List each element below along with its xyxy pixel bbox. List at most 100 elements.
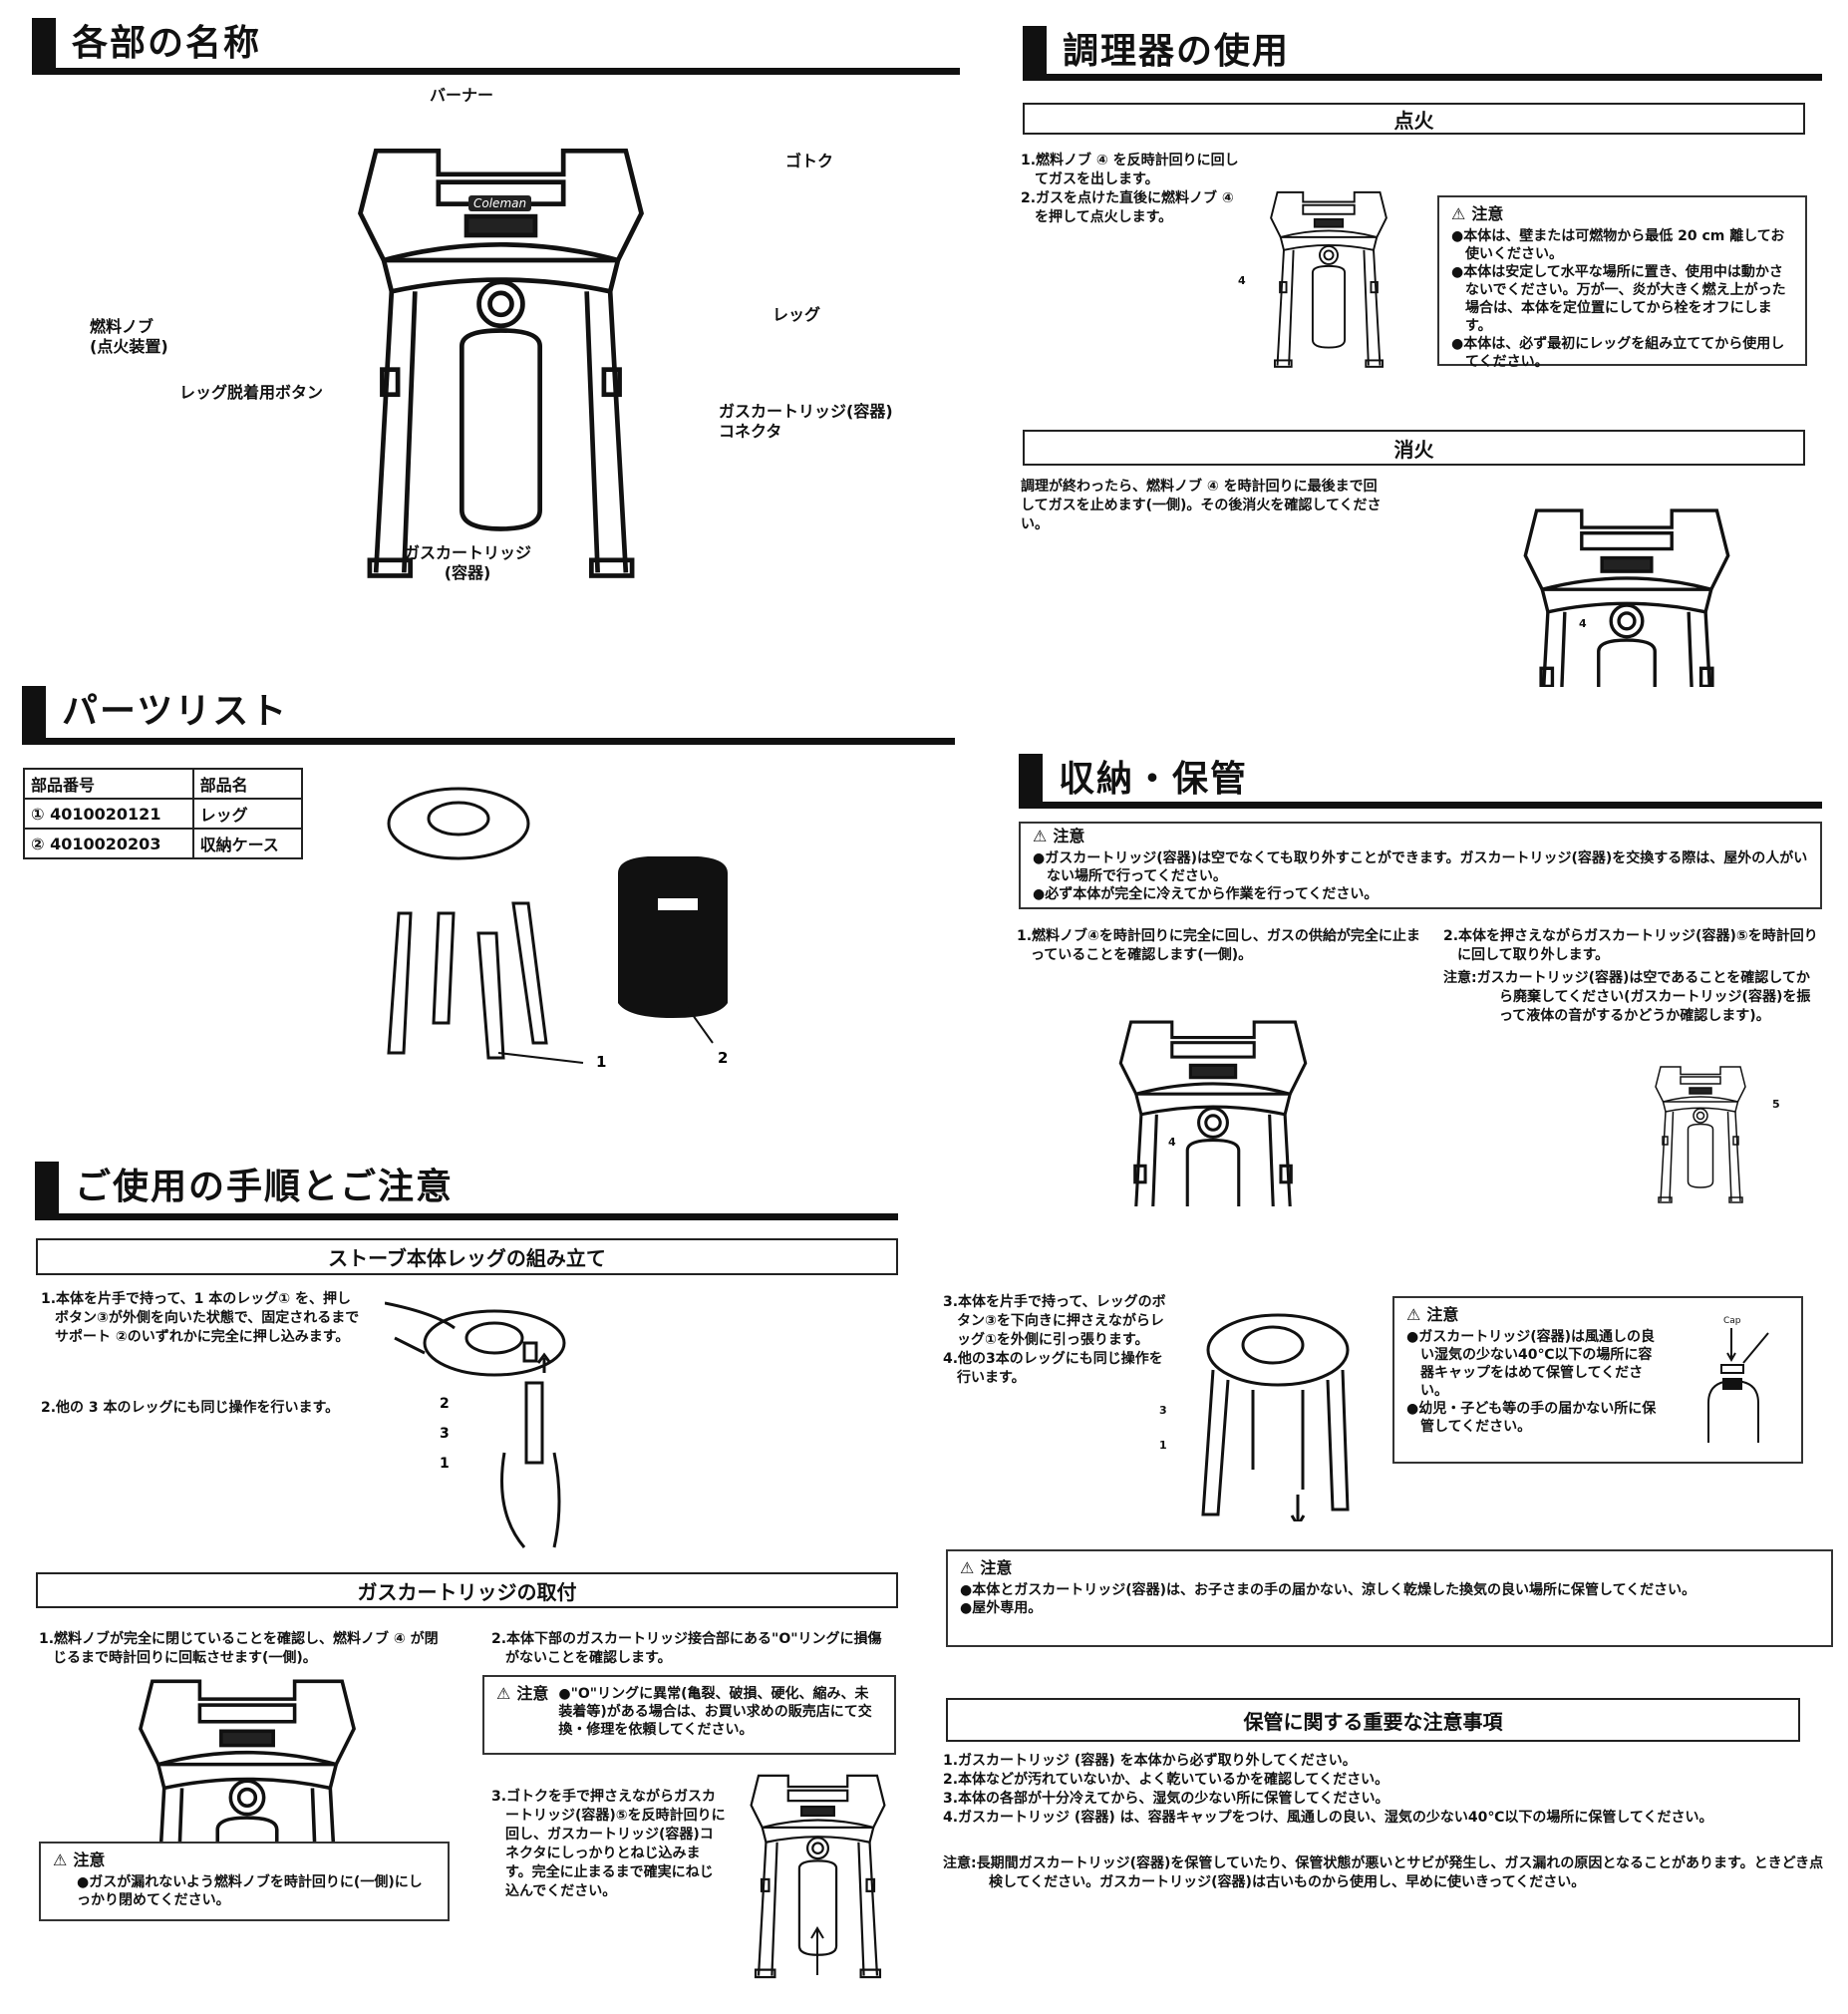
caution-title: ⚠ 注意 bbox=[1033, 828, 1808, 845]
label-knob-main: 燃料ノブ bbox=[90, 317, 154, 336]
storage-note2: 注意:ガスカートリッジ(容器)は空であることを確認してから廃棄してください(ガス… bbox=[1443, 969, 1822, 1026]
storage-step3: 3.本体を片手で持って、レッグのボタン③を下向きに押さえながらレッグ①を外側に引… bbox=[943, 1294, 1166, 1348]
extinguish-illustration bbox=[1523, 508, 1730, 687]
callout-2: 2 bbox=[440, 1396, 450, 1412]
table-header-row: 部品番号部品名 bbox=[23, 768, 304, 800]
list-item: 2.本体などが汚れていないか、よく乾いているかを確認してください。 bbox=[943, 1772, 1389, 1788]
storage-steps-3-4: 3.本体を片手で持って、レッグのボタン③を下向きに押さえながらレッグ①を外側に引… bbox=[943, 1293, 1167, 1388]
part-number: ② 4010020203 bbox=[23, 828, 194, 859]
caution-box-oring: ⚠注意 ●"O"リングに異常(亀裂、破損、硬化、縮み、未装着等)がある場合は、お… bbox=[482, 1675, 896, 1755]
warning-icon: ⚠ bbox=[53, 1850, 68, 1869]
caution-text: ●屋外専用。 bbox=[960, 1600, 1043, 1616]
label-connector-main: ガスカートリッジ(容器) bbox=[719, 402, 893, 421]
caution-title: ⚠ 注意 bbox=[960, 1559, 1819, 1577]
caution-text: ●ガスカートリッジ(容器)は風通しの良い湿気の少ない40℃以下の場所に容器キャッ… bbox=[1406, 1329, 1656, 1399]
assembly-step2-text: 2.他の 3 本のレッグにも同じ操作を行います。 bbox=[41, 1400, 340, 1416]
subsection-assembly: ストーブ本体レッグの組み立て bbox=[36, 1238, 898, 1275]
warning-icon: ⚠ bbox=[1406, 1305, 1421, 1324]
storage-note2-text: 注意:ガスカートリッジ(容器)は空であることを確認してから廃棄してください(ガス… bbox=[1443, 970, 1811, 1024]
caution-text: ●本体は安定して水平な場所に置き、使用中は動かさないでください。万が一、炎が大き… bbox=[1451, 264, 1786, 334]
part-number: ① 4010020121 bbox=[23, 798, 194, 830]
callout-1: 1 bbox=[596, 1053, 606, 1071]
caution-title-text: 注意 bbox=[1426, 1305, 1459, 1324]
extinguish-text: 調理が終わったら、燃料ノブ ④ を時計回りに最後まで回してガスを止めます(一側)… bbox=[1021, 479, 1382, 532]
caution-title-text: 注意 bbox=[1471, 204, 1504, 223]
attach-illustration-1 bbox=[139, 1679, 356, 1846]
section-title-cooking: 調理器の使用 bbox=[1023, 26, 1290, 78]
callout-4: 4 bbox=[1579, 617, 1587, 630]
list-item: 4.ガスカートリッジ (容器) は、容器キャップをつけ、風通しの良い、湿気の少な… bbox=[943, 1810, 1713, 1826]
header-part-number: 部品番号 bbox=[23, 768, 194, 800]
callout-4: 4 bbox=[1238, 274, 1246, 287]
caution-title-text: 注意 bbox=[73, 1850, 106, 1869]
attach-step3-text: 3.ゴトクを手で押さえながらガスカートリッジ(容器)⑤を反時計回りに回し、ガスカ… bbox=[491, 1789, 726, 1899]
callout-1: 1 bbox=[1159, 1439, 1167, 1452]
callout-2: 2 bbox=[718, 1049, 728, 1067]
section-rule bbox=[32, 68, 960, 75]
label-gotoku: ゴトク bbox=[785, 152, 834, 170]
storage-illustration-1 bbox=[1118, 1020, 1308, 1206]
callout-3: 3 bbox=[440, 1426, 450, 1442]
cartridge-cap-illustration bbox=[1707, 1328, 1769, 1443]
caution-text: ●ガスカートリッジ(容器)は空でなくても取り外すことができます。ガスカートリッジ… bbox=[1033, 850, 1808, 884]
part-name: レッグ bbox=[191, 798, 304, 830]
section-rule bbox=[35, 1213, 898, 1220]
storage-step2: 2.本体を押さえながらガスカートリッジ(容器)⑤を時計回りに回して取り外します。 bbox=[1443, 927, 1822, 965]
warning-icon: ⚠ bbox=[1033, 827, 1048, 845]
assembly-step2: 2.他の 3 本のレッグにも同じ操作を行います。 bbox=[41, 1399, 380, 1418]
section-title-usage: ご使用の手順とご注意 bbox=[35, 1162, 454, 1213]
stove-diagram bbox=[334, 120, 668, 588]
leg-removal-illustration bbox=[1201, 1313, 1350, 1521]
label-connector: ガスカートリッジ(容器)コネクタ bbox=[719, 402, 893, 442]
section-title-part-names: 各部の名称 bbox=[32, 18, 261, 70]
callout-4: 4 bbox=[1168, 1136, 1176, 1149]
subsection-important-storage: 保管に関する重要な注意事項 bbox=[946, 1698, 1800, 1742]
header-part-name: 部品名 bbox=[191, 768, 304, 800]
caution-title: ⚠ 注意 bbox=[1451, 205, 1793, 223]
storage-step1-text: 1.燃料ノブ④を時計回りに完全に回し、ガスの供給が完全に止まっていることを確認し… bbox=[1017, 928, 1420, 963]
caution-title: ⚠ 注意 bbox=[1406, 1306, 1789, 1324]
ignite-illustration bbox=[1270, 190, 1387, 368]
caution-text: ●本体は、壁または可燃物から最低 20 cm 離してお使いください。 bbox=[1451, 228, 1785, 262]
caution-box-ignite: ⚠ 注意 ●本体は、壁または可燃物から最低 20 cm 離してお使いください。 ●… bbox=[1437, 195, 1807, 370]
ignite-step1: 1.燃料ノブ ④ を反時計回りに回してガスを出します。 bbox=[1021, 153, 1239, 187]
storage-step4: 4.他の3本のレッグにも同じ操作を行います。 bbox=[943, 1351, 1163, 1386]
caution-title: ⚠注意 bbox=[496, 1685, 548, 1741]
cap-label: Cap bbox=[1723, 1316, 1741, 1326]
parts-illustration: 1 2 bbox=[387, 787, 728, 1071]
caution-text: ●"O"リングに異常(亀裂、破損、硬化、縮み、未装着等)がある場合は、お買い求め… bbox=[558, 1686, 872, 1738]
callout-1: 1 bbox=[440, 1456, 450, 1472]
assembly-step1-text: 1.本体を片手で持って、1 本のレッグ① を、押しボタン③が外側を向いた状態で、… bbox=[41, 1291, 360, 1345]
storage-illustration-2 bbox=[1654, 1065, 1747, 1204]
warning-icon: ⚠ bbox=[1451, 204, 1466, 223]
important-note: 注意:長期間ガスカートリッジ(容器)を保管していたり、保管状態が悪いとサビが発生… bbox=[943, 1855, 1824, 1890]
caution-box-knob: ⚠ 注意 ●ガスが漏れないよう燃料ノブを時計回りに(一側)にしっかり閉めてください… bbox=[39, 1842, 450, 1921]
attach-step3: 3.ゴトクを手で押さえながらガスカートリッジ(容器)⑤を反時計回りに回し、ガスカ… bbox=[491, 1788, 726, 1901]
section-rule bbox=[1019, 802, 1822, 809]
ignite-step2: 2.ガスを点けた直後に燃料ノブ ④ を押して点火します。 bbox=[1021, 190, 1234, 225]
important-list: 1.ガスカートリッジ (容器) を本体から必ず取り外してください。 2.本体など… bbox=[943, 1752, 1830, 1828]
part-name: 収納ケース bbox=[191, 828, 304, 859]
list-item: 3.本体の各部が十分冷えてから、湿気の少ない所に保管してください。 bbox=[943, 1791, 1389, 1807]
section-title-parts-list: パーツリスト bbox=[22, 686, 288, 738]
subsection-attach: ガスカートリッジの取付 bbox=[36, 1572, 898, 1608]
label-leg-button: レッグ脱着用ボタン bbox=[179, 383, 324, 402]
caution-text: ●必ず本体が完全に冷えてから作業を行ってください。 bbox=[1033, 886, 1379, 902]
caution-box-cartridge-storage: ⚠ 注意 ●ガスカートリッジ(容器)は風通しの良い湿気の少ない40℃以下の場所に容… bbox=[1392, 1296, 1803, 1464]
attach-step1: 1.燃料ノブが完全に閉じていることを確認し、燃料ノブ ④ が閉じるまで時計回りに… bbox=[39, 1630, 448, 1668]
warning-icon: ⚠ bbox=[960, 1558, 975, 1577]
attach-step2-text: 2.本体下部のガスカートリッジ接合部にある"O"リングに損傷がないことを確認しま… bbox=[491, 1631, 882, 1666]
caution-title-text: 注意 bbox=[980, 1558, 1013, 1577]
label-cartridge: ガスカートリッジ(容器) bbox=[404, 543, 531, 583]
caution-title-text: 注意 bbox=[1053, 827, 1085, 845]
assembly-step1: 1.本体を片手で持って、1 本のレッグ① を、押しボタン③が外側を向いた状態で、… bbox=[41, 1290, 360, 1347]
section-rule bbox=[22, 738, 955, 745]
caution-text: ●本体とガスカートリッジ(容器)は、お子さまの手の届かない、涼しく乾燥した換気の… bbox=[960, 1582, 1696, 1598]
label-connector-sub: コネクタ bbox=[719, 422, 782, 441]
storage-step1: 1.燃料ノブ④を時計回りに完全に回し、ガスの供給が完全に止まっていることを確認し… bbox=[1017, 927, 1425, 965]
caution-text: ●本体は、必ず最初にレッグを組み立ててから使用してください。 bbox=[1451, 336, 1785, 370]
caution-text: ●ガスが漏れないよう燃料ノブを時計回りに(一側)にしっかり閉めてください。 bbox=[77, 1874, 423, 1908]
